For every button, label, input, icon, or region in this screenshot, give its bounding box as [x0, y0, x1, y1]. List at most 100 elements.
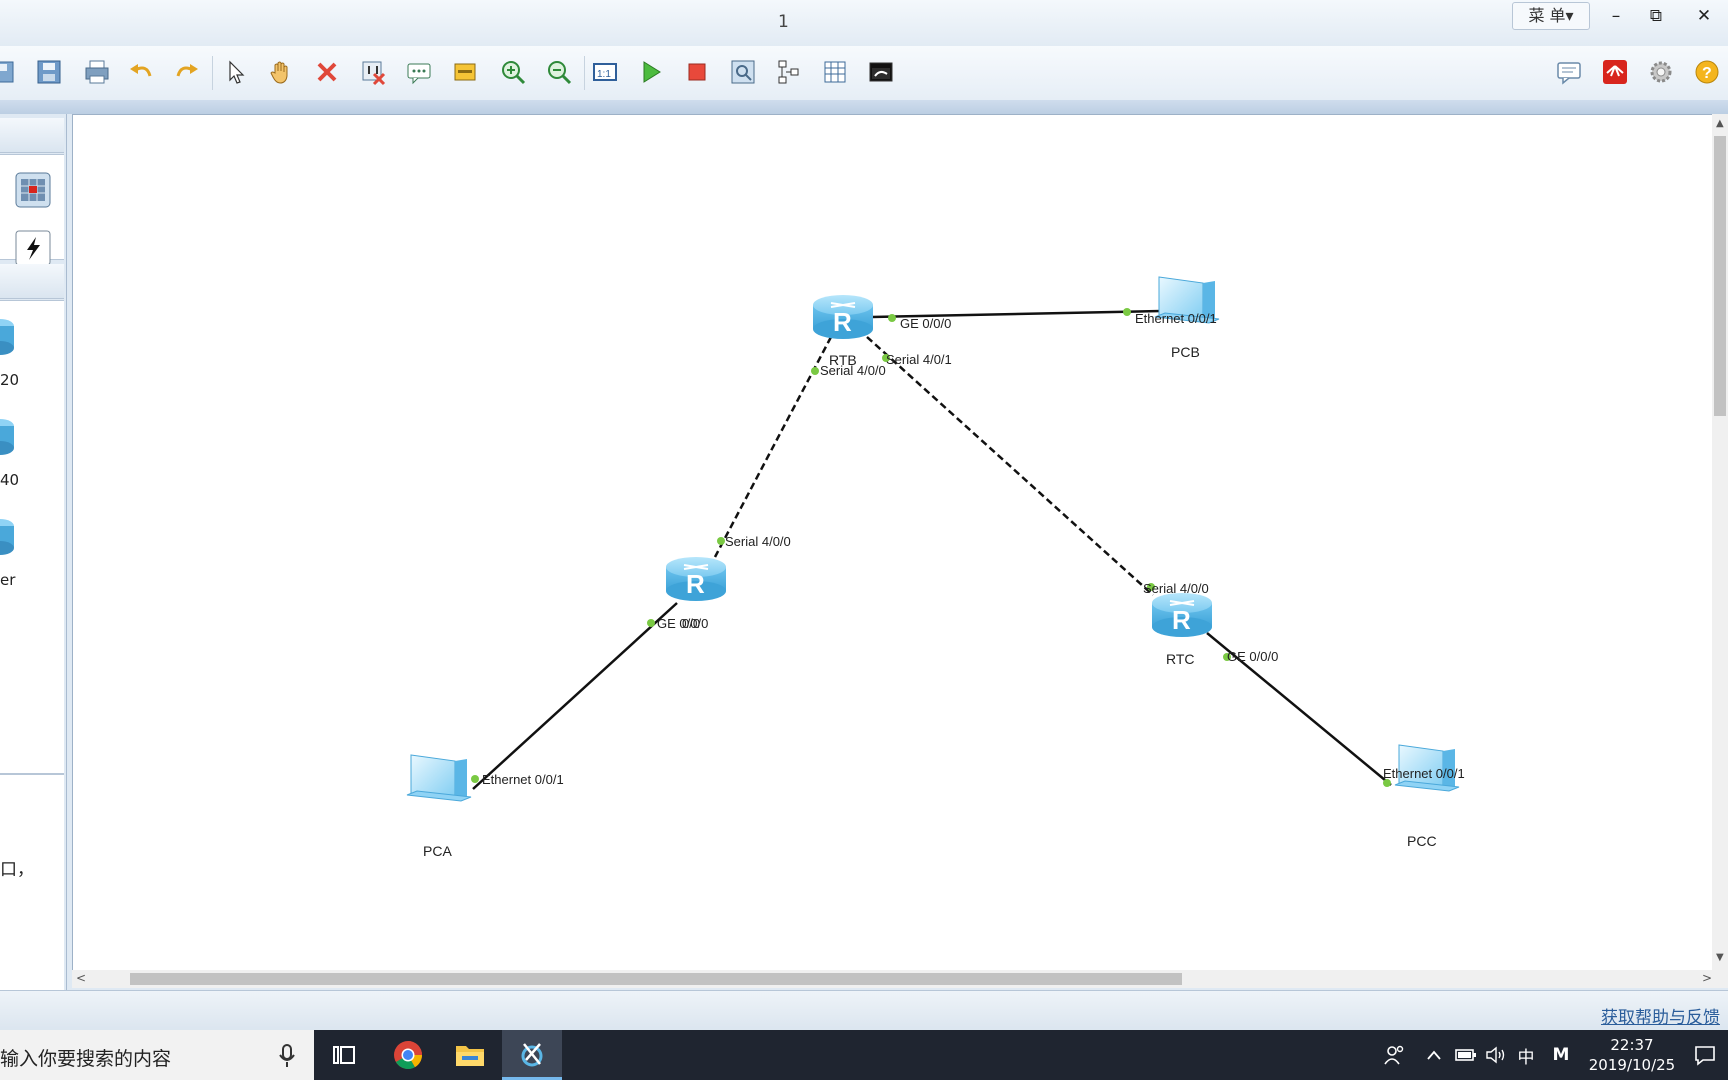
router-rtb[interactable]: R	[813, 295, 873, 339]
router-device-icon[interactable]	[0, 417, 18, 457]
device-label: 20	[0, 371, 20, 389]
router-device-icon[interactable]	[0, 317, 18, 357]
port-dot	[647, 619, 655, 627]
notification-icon[interactable]	[1688, 1030, 1722, 1080]
save-icon[interactable]	[32, 55, 66, 89]
scroll-left-icon[interactable]: <	[76, 971, 87, 985]
link-rta-pca[interactable]	[472, 602, 678, 790]
windows-taskbar: 输入你要搜索的内容 中 M 22:37 2019/10/25	[0, 1030, 1728, 1080]
redo-icon[interactable]	[170, 55, 204, 89]
svg-text:1:1: 1:1	[597, 69, 611, 80]
volume-icon[interactable]	[1482, 1030, 1510, 1080]
help-feedback-link[interactable]: 获取帮助与反馈	[1601, 1008, 1720, 1028]
topology-icon[interactable]	[772, 55, 806, 89]
port-label: 0/0	[682, 616, 700, 631]
svg-text:?: ?	[1702, 65, 1712, 82]
console-icon[interactable]	[864, 55, 898, 89]
ensp-app-icon[interactable]	[502, 1030, 562, 1080]
router-device-icon[interactable]	[0, 517, 18, 557]
vertical-scrollbar[interactable]: ▲ ▼	[1712, 114, 1728, 970]
device-label: er	[0, 571, 16, 589]
port-label: Serial 4/0/0	[820, 363, 886, 378]
microphone-icon[interactable]	[278, 1044, 296, 1072]
fit-to-window-icon[interactable]: 1:1	[588, 55, 622, 89]
undo-icon[interactable]	[124, 55, 158, 89]
chrome-app-icon[interactable]	[378, 1030, 438, 1080]
clock-date: 2019/10/25	[1588, 1056, 1676, 1074]
scroll-up-icon[interactable]: ▲	[1716, 118, 1724, 129]
device-category-box	[0, 154, 64, 266]
clock[interactable]: 22:37 2019/10/25	[1584, 1030, 1680, 1080]
close-button[interactable]: ✕	[1696, 6, 1712, 26]
port-label: Serial 4/0/1	[886, 352, 952, 367]
pc-pcc[interactable]	[1394, 744, 1460, 792]
people-icon[interactable]	[1378, 1030, 1410, 1080]
zoom-out-icon[interactable]	[542, 55, 576, 89]
panel-header	[0, 264, 64, 299]
port-label: Ethernet 0/0/1	[1383, 766, 1465, 781]
text-note-icon[interactable]	[402, 55, 436, 89]
start-device-icon[interactable]	[634, 55, 668, 89]
pc-pcb[interactable]	[1154, 276, 1220, 324]
ime-language-indicator[interactable]: 中	[1517, 1047, 1535, 1068]
horizontal-scrollbar[interactable]: < >	[72, 970, 1728, 988]
help-icon[interactable]: ?	[1690, 55, 1724, 89]
device-label: 40	[0, 471, 20, 489]
taskbar-search-box[interactable]: 输入你要搜索的内容	[0, 1030, 314, 1080]
toolbar: 1:1 ?	[0, 46, 1728, 101]
grid-icon[interactable]	[818, 55, 852, 89]
port-dot	[1223, 653, 1231, 661]
port-dot	[1123, 308, 1131, 316]
port-dot	[1383, 779, 1391, 787]
panel-header	[0, 118, 64, 153]
device-label-pca: PCA	[423, 843, 452, 859]
port-label: GE 0/0/0	[1227, 649, 1278, 664]
zoom-in-icon[interactable]	[496, 55, 530, 89]
battery-icon[interactable]	[1452, 1030, 1480, 1080]
capture-icon[interactable]	[726, 55, 760, 89]
huawei-logo-icon[interactable]	[1598, 55, 1632, 89]
port-label: Serial 4/0/0	[725, 534, 791, 549]
main-menu-button[interactable]: 菜 单▾	[1512, 2, 1590, 30]
link-rtc-pcc[interactable]	[1206, 632, 1392, 786]
delete-icon[interactable]	[310, 55, 344, 89]
description-box: 口，	[0, 774, 64, 992]
ime-mode-indicator[interactable]: M	[1552, 1045, 1570, 1065]
port-label: Ethernet 0/0/1	[1135, 311, 1217, 326]
port-label: Serial 4/0/0	[1143, 581, 1209, 596]
power-connection-icon[interactable]	[14, 229, 52, 267]
scroll-down-icon[interactable]: ▼	[1716, 952, 1724, 963]
pc-pca[interactable]	[406, 754, 472, 802]
search-placeholder: 输入你要搜索的内容	[0, 1048, 172, 1070]
link-rtb-rta[interactable]	[713, 336, 833, 558]
device-label-pcb: PCB	[1171, 344, 1200, 360]
chat-icon[interactable]	[1552, 55, 1586, 89]
port-label: GE 0/0/0	[900, 316, 951, 331]
task-view-icon[interactable]	[314, 1030, 374, 1080]
link-rtb-pcb[interactable]	[871, 309, 1162, 319]
select-pointer-icon[interactable]	[218, 55, 252, 89]
title-bar: 1 菜 单▾ – ⧉ ✕	[0, 0, 1728, 47]
port-dot	[882, 354, 890, 362]
settings-gear-icon[interactable]	[1644, 55, 1678, 89]
toolbar-separator	[212, 56, 213, 90]
minimize-button[interactable]: –	[1611, 6, 1621, 26]
vertical-scroll-thumb[interactable]	[1714, 136, 1726, 416]
pan-hand-icon[interactable]	[264, 55, 298, 89]
link-rtb-rtc[interactable]	[866, 336, 1154, 596]
restore-button[interactable]: ⧉	[1649, 6, 1663, 26]
file-explorer-icon[interactable]	[440, 1030, 500, 1080]
rectangle-icon[interactable]	[448, 55, 482, 89]
topology-canvas[interactable]: R R R	[72, 114, 1714, 972]
horizontal-scroll-thumb[interactable]	[130, 973, 1182, 985]
router-rtc[interactable]: R	[1152, 593, 1212, 637]
router-rta[interactable]: R	[666, 557, 726, 601]
firewall-category-icon[interactable]	[14, 171, 52, 209]
delete-link-icon[interactable]	[356, 55, 390, 89]
stop-device-icon[interactable]	[680, 55, 714, 89]
new-file-icon[interactable]	[0, 55, 20, 89]
print-icon[interactable]	[80, 55, 114, 89]
chevron-up-icon[interactable]	[1420, 1030, 1448, 1080]
scroll-right-icon[interactable]: >	[1702, 971, 1713, 985]
svg-text:R: R	[1172, 605, 1191, 635]
